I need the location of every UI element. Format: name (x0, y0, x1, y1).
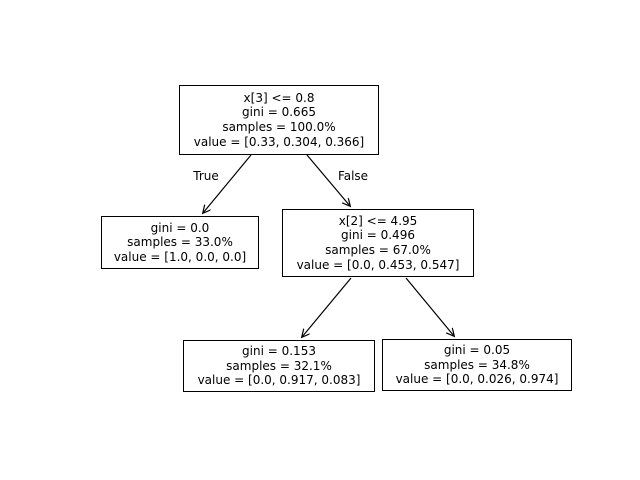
edge-label-false: False (337, 169, 369, 183)
node-right-right-samples: samples = 34.8% (424, 357, 530, 372)
node-root-gini: gini = 0.665 (242, 105, 316, 120)
node-right-right-gini: gini = 0.05 (443, 343, 511, 358)
node-right-split: x[2] <= 4.95 gini = 0.496 samples = 67.0… (282, 209, 474, 277)
node-right-value: value = [0.0, 0.453, 0.547] (296, 257, 460, 272)
edge-label-true: True (193, 169, 219, 183)
node-right-samples: samples = 67.0% (325, 243, 431, 257)
node-root: x[3] <= 0.8 gini = 0.665 samples = 100.0… (179, 85, 379, 155)
node-root-samples: samples = 100.0% (222, 120, 336, 134)
node-right-left-samples: samples = 32.1% (226, 358, 332, 373)
node-right-right-value: value = [0.0, 0.026, 0.974] (395, 372, 559, 387)
edge-root-to-left (203, 154, 252, 213)
node-root-condition: x[3] <= 0.8 (243, 90, 315, 105)
node-right-right-leaf: gini = 0.05 samples = 34.8% value = [0.0… (382, 339, 572, 391)
node-right-gini: gini = 0.496 (341, 228, 415, 243)
node-root-value: value = [0.33, 0.304, 0.366] (193, 134, 365, 149)
node-left-leaf: gini = 0.0 samples = 33.0% value = [1.0,… (101, 216, 259, 269)
edge-right-to-right-right (405, 277, 454, 336)
node-left-samples: samples = 33.0% (127, 235, 233, 250)
edge-root-to-right (306, 154, 350, 206)
node-left-gini: gini = 0.0 (150, 220, 210, 235)
node-right-left-leaf: gini = 0.153 samples = 32.1% value = [0.… (183, 340, 375, 392)
node-right-left-gini: gini = 0.153 (242, 344, 316, 359)
edge-right-to-right-left (302, 277, 352, 337)
node-right-condition: x[2] <= 4.95 (338, 213, 418, 228)
node-left-value: value = [1.0, 0.0, 0.0] (113, 249, 247, 264)
node-right-left-value: value = [0.0, 0.917, 0.083] (197, 373, 361, 388)
